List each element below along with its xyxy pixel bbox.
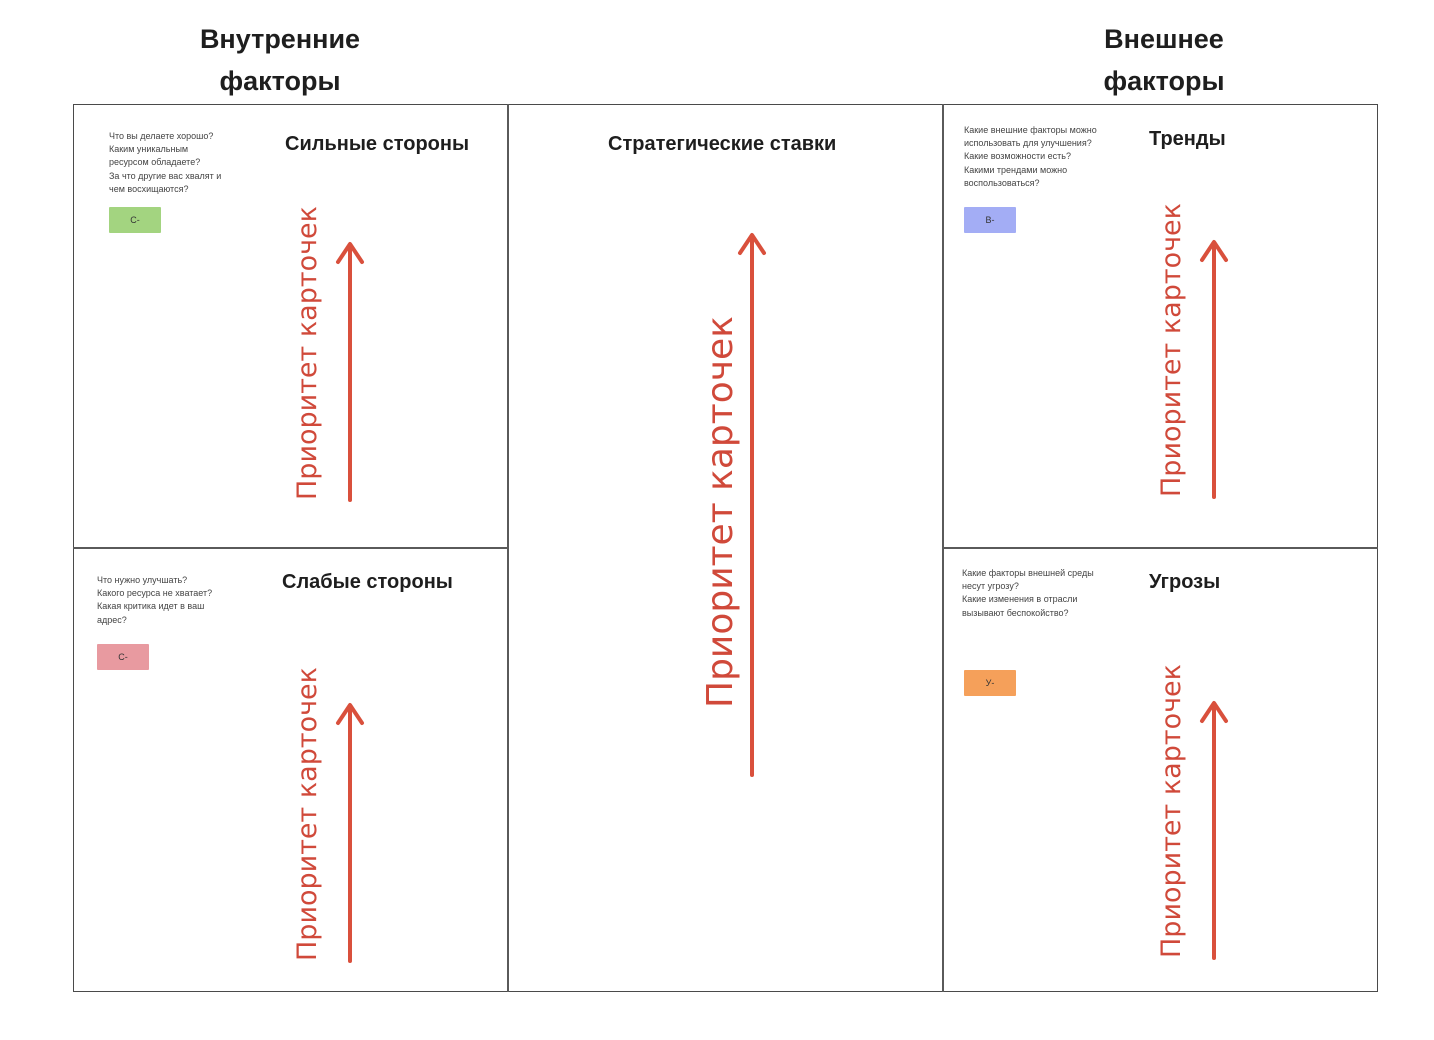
- threats-prompt: Какие факторы внешней среды несут угрозу…: [962, 567, 1094, 620]
- strengths-prompt: Что вы делаете хорошо? Каким уникальным …: [109, 130, 221, 196]
- prompt-line: Какого ресурса не хватает?: [97, 588, 213, 599]
- weaknesses-prompt: Что нужно улучшать? Какого ресурса не хв…: [97, 574, 212, 627]
- weaknesses-card[interactable]: С-: [97, 644, 149, 670]
- weaknesses-axis-label: Приоритет карточек: [292, 667, 323, 961]
- internal-factors-header: Внутренние факторы: [180, 18, 380, 102]
- threats-card[interactable]: У-: [964, 670, 1016, 696]
- prompt-line: Какими трендами можно: [964, 164, 1068, 175]
- trends-prompt: Какие внешние факторы можно использовать…: [964, 124, 1097, 190]
- prompt-line: Какие изменения в отрасли: [962, 594, 1078, 605]
- trends-title: Тренды: [1149, 128, 1226, 150]
- prompt-line: чем восхищаются?: [109, 183, 189, 194]
- prompt-line: За что другие вас хвалят и: [109, 170, 222, 181]
- prompt-line: несут угрозу?: [962, 581, 1019, 592]
- prompt-line: использовать для улучшения?: [964, 138, 1092, 149]
- trends-card[interactable]: В-: [964, 207, 1016, 233]
- trends-axis-label: Приоритет карточек: [1156, 203, 1187, 497]
- header-line: Внутренние: [199, 24, 361, 54]
- divider-horizontal-right: [942, 547, 1378, 549]
- prompt-line: Какие внешние факторы можно: [964, 125, 1097, 135]
- prompt-line: Какие возможности есть?: [964, 151, 1071, 162]
- prompt-line: адрес?: [97, 614, 127, 625]
- divider-vertical-left: [507, 104, 509, 992]
- prompt-line: Что вы делаете хорошо?: [109, 131, 214, 141]
- prompt-line: Какие факторы внешней среды: [962, 568, 1094, 578]
- prompt-line: воспользоваться?: [964, 177, 1040, 188]
- prompt-line: Что нужно улучшать?: [97, 575, 188, 585]
- strategic-bets-title: Стратегические ставки: [608, 133, 837, 155]
- strategic-axis-label: Приоритет карточек: [700, 316, 741, 708]
- weaknesses-title: Слабые стороны: [282, 571, 453, 593]
- divider-horizontal-left: [73, 547, 508, 549]
- prompt-line: Каким уникальным: [109, 144, 189, 155]
- threats-title: Угрозы: [1149, 571, 1221, 593]
- strengths-card[interactable]: С-: [109, 207, 161, 233]
- external-factors-header: Внешнее факторы: [1064, 18, 1264, 102]
- header-line: Внешнее: [1104, 24, 1224, 54]
- header-line: факторы: [219, 66, 341, 96]
- prompt-line: вызывают беспокойство?: [962, 607, 1069, 618]
- header-line: факторы: [1103, 66, 1225, 96]
- strengths-axis-label: Приоритет карточек: [292, 206, 323, 500]
- prompt-line: ресурсом обладаете?: [109, 157, 201, 168]
- threats-axis-label: Приоритет карточек: [1156, 664, 1187, 958]
- prompt-line: Какая критика идет в ваш: [97, 601, 205, 612]
- strengths-title: Сильные стороны: [285, 133, 470, 155]
